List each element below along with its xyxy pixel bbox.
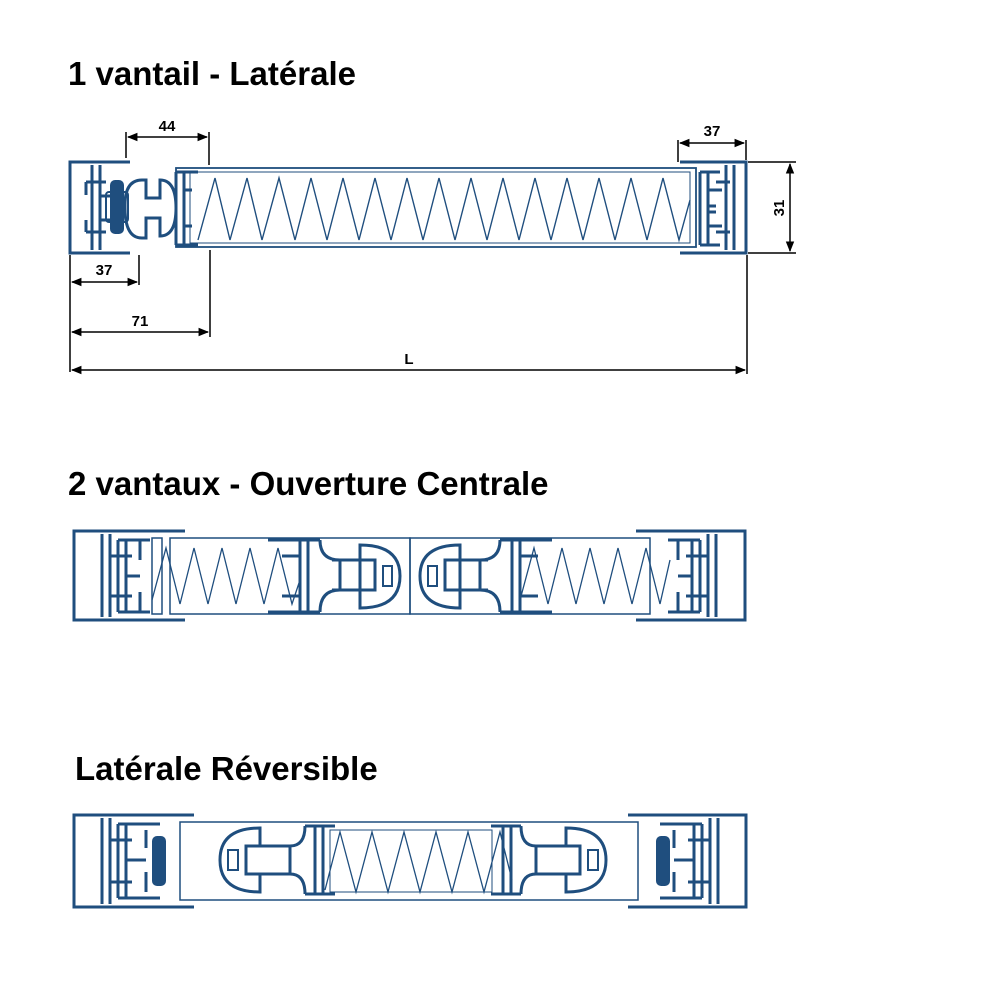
title-2-vantaux-ouverture-centrale: 2 vantaux - Ouverture Centrale [68,465,549,502]
dim-31-label: 31 [771,200,788,217]
left-brush-seal [110,180,124,234]
left-leaf-profile [218,824,335,896]
right-frame-profile [628,813,748,909]
dim-37-top-label: 37 [704,123,721,140]
left-brush-seal [152,836,166,886]
title-laterale-reversible: Latérale Réversible [75,750,378,787]
leaf-panel-right [409,537,651,615]
spring-zigzag-left [151,545,301,607]
spring-zigzag [324,829,513,895]
left-frame-profile [72,813,194,909]
spring-zigzag-right [519,545,671,605]
title-1-vantail-laterale: 1 vantail - Latérale [68,55,356,92]
leaf-profile [123,170,198,247]
right-brush-seal [656,836,670,886]
dim-37-bottom-label: 37 [96,262,113,279]
leaf-panel [175,167,697,248]
diagram-2-vantaux [72,529,747,622]
right-frame-profile [636,529,747,622]
center-right-leaf-profile [418,538,552,614]
right-frame-profile [680,160,748,255]
right-leaf-profile [491,824,608,896]
dim-44-label: 44 [159,118,176,135]
diagram-1-vantail [68,160,748,255]
spring-zigzag [197,175,691,243]
diagram-laterale-reversible [72,813,748,909]
dim-L-label: L [404,351,413,368]
dimension-lines [69,132,796,375]
left-frame-profile [72,529,185,622]
dim-71-label: 71 [132,313,149,330]
center-left-leaf-profile [268,538,402,614]
